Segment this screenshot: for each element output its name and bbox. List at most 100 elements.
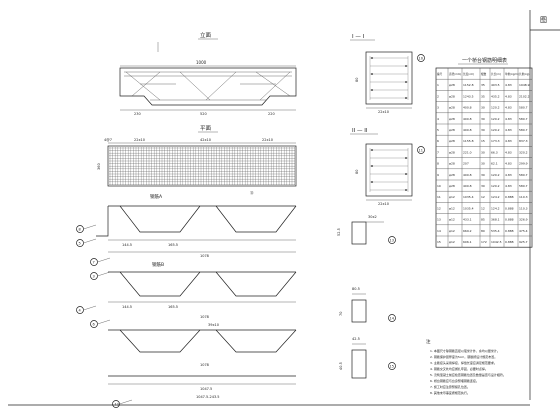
table-cell: 400.8: [463, 106, 472, 110]
plan-dim-seg-1: 22x10: [134, 138, 145, 142]
table-cell: φ28: [449, 117, 455, 121]
plan-view: 平面 4@7 22x10 42x10 22x10 360 ⑫: [97, 125, 297, 195]
section-2-dim-bottom: 22x10: [378, 202, 389, 206]
table-cell: 1152.8: [463, 83, 474, 87]
table-cell: 4.83: [505, 139, 512, 143]
table-cell: 580.7: [519, 117, 528, 121]
table-cell: 207: [463, 162, 469, 166]
rebar-schedule-table: 一个桥台钢筋明细表 编号直径(mm)长度(cm)根数共长(m)单重(kg/m)共…: [435, 57, 533, 248]
table-cell: 925.7: [519, 240, 528, 244]
table-cell: 120.2: [491, 106, 500, 110]
table-cell: 4.83: [505, 117, 512, 121]
table-cell: 837.3: [519, 139, 528, 143]
table-cell: 12: [481, 206, 485, 210]
table-cell: 2: [437, 94, 439, 98]
table-cell: φ12: [449, 229, 455, 233]
section-2-outline: [365, 143, 413, 197]
table-cell: 124.2: [491, 206, 500, 210]
table-cell: 11: [437, 195, 441, 199]
table-cell: 30: [481, 162, 485, 166]
table-cell: 120.2: [491, 173, 500, 177]
elevation-dim-bottom-left: 230: [134, 112, 141, 116]
notes-block: 注 1. 本图尺寸除钢筋直径以毫米计外，余均以厘米计。2. 钢筋保护层厚度为5c…: [426, 338, 506, 395]
table-cell: 1: [437, 83, 439, 87]
table-cell: 85: [481, 218, 485, 222]
table-cell: φ28: [449, 150, 455, 154]
plan-view-title: 平面: [200, 125, 212, 132]
table-cell: 400.8: [463, 128, 472, 132]
plan-dim-seg-2: 42x10: [200, 138, 211, 142]
table-header-cell: 共长(m): [491, 72, 501, 76]
plan-outline: [107, 145, 297, 187]
table-cell: 1243.5: [463, 94, 474, 98]
table-cell: 120.2: [491, 128, 500, 132]
rebar-b-title: 钢筋B: [152, 261, 164, 268]
elevation-view-title: 立面: [200, 31, 212, 39]
table-cell: 4.83: [505, 94, 512, 98]
table-cell: 0.888: [505, 206, 514, 210]
table-cell: 435.2: [491, 94, 500, 98]
rebar-d-dim-sub: 1047.5-243.5: [196, 395, 220, 399]
notes-title: 注: [426, 338, 431, 345]
table-cell: 433.1: [463, 218, 472, 222]
table-cell: 1035.4: [463, 195, 474, 199]
rebar-d-dim-bottom: 1047.5: [200, 387, 212, 391]
section-1-dim-bottom: 22x10: [378, 110, 389, 114]
table-cell: 368.1: [491, 218, 500, 222]
rebar-b-dim-left: 144.5: [122, 305, 132, 309]
table-cell: φ12: [449, 206, 455, 210]
table-cell: 13: [437, 218, 441, 222]
table-cell: φ28: [449, 128, 455, 132]
table-cell: 403.5: [491, 83, 500, 87]
rebar-a-title: 钢筋A: [150, 193, 163, 200]
rebar-b-dim-bottom: 1078: [200, 315, 209, 319]
table-cell: 66.3: [491, 150, 498, 154]
table-header-cell: 单重(kg/m): [505, 72, 519, 76]
detail-3-dim-b: 40.5: [339, 362, 343, 370]
table-cell: φ12: [449, 240, 455, 244]
svg-text:10: 10: [419, 57, 423, 61]
table-cell: 110.3: [519, 206, 528, 210]
table-cell: 2102.2: [519, 94, 530, 98]
note-item: 1. 本图尺寸除钢筋直径以毫米计外，余均以厘米计。: [430, 348, 500, 353]
elevation-dim-bottom-mid: 520: [200, 112, 207, 116]
rebar-mark-label: 3: [93, 275, 95, 279]
table-cell: 12: [437, 206, 441, 210]
plan-rebar-grid: [109, 147, 295, 185]
table-cell: 30: [481, 106, 485, 110]
note-item: 3. 主筋接头采用焊接，焊缝长度应满足规范要求。: [430, 360, 497, 365]
rebar-a-dim-left: 144.5: [122, 243, 132, 247]
rebar-b-view: 钢筋B 144.5 165.5 1078: [108, 261, 297, 319]
table-cell: 221.0: [463, 150, 472, 154]
table-cell: 4.83: [505, 106, 512, 110]
section-2-rebar: [369, 148, 409, 192]
plan-mark: ⑫: [250, 190, 254, 195]
table-cell: 15: [437, 240, 441, 244]
plan-dim-seg-3: 22x10: [262, 138, 273, 142]
rebar-mark-label: 6: [93, 323, 95, 327]
elevation-dim-top: 1000: [196, 60, 207, 65]
table-cell: 0.888: [505, 195, 514, 199]
rebar-a-view: 钢筋A 144.5 165.5 1078: [96, 193, 297, 258]
detail-3-label: 15: [390, 365, 394, 369]
table-cell: 4.83: [505, 162, 512, 166]
table-cell: 580.7: [519, 128, 528, 132]
rebar-c-dim-top: 39x10: [208, 323, 219, 327]
table-cell: 4.83: [505, 128, 512, 132]
rebar-c-view: 39x10 1078: [108, 323, 297, 367]
note-item: 2. 钢筋保护层厚度为5cm，钢筋按设计规定布置。: [430, 354, 497, 359]
section-1-rebar: [369, 56, 409, 100]
table-header-cell: 长度(cm): [463, 72, 474, 76]
detail-3-dim-a: 42.5: [352, 337, 360, 341]
elevation-dim-bottom-right: 220: [268, 112, 275, 116]
table-cell: 4.83: [505, 184, 512, 188]
section-1-outline: [365, 51, 413, 105]
table-cell: 9: [437, 173, 439, 177]
table-cell: 62.1: [491, 162, 498, 166]
table-cell: 15: [481, 139, 485, 143]
small-detail-3: 42.5 40.5 15: [339, 337, 396, 379]
table-cell: 0.888: [505, 229, 514, 233]
rebar-mark-label: 4: [79, 309, 82, 313]
